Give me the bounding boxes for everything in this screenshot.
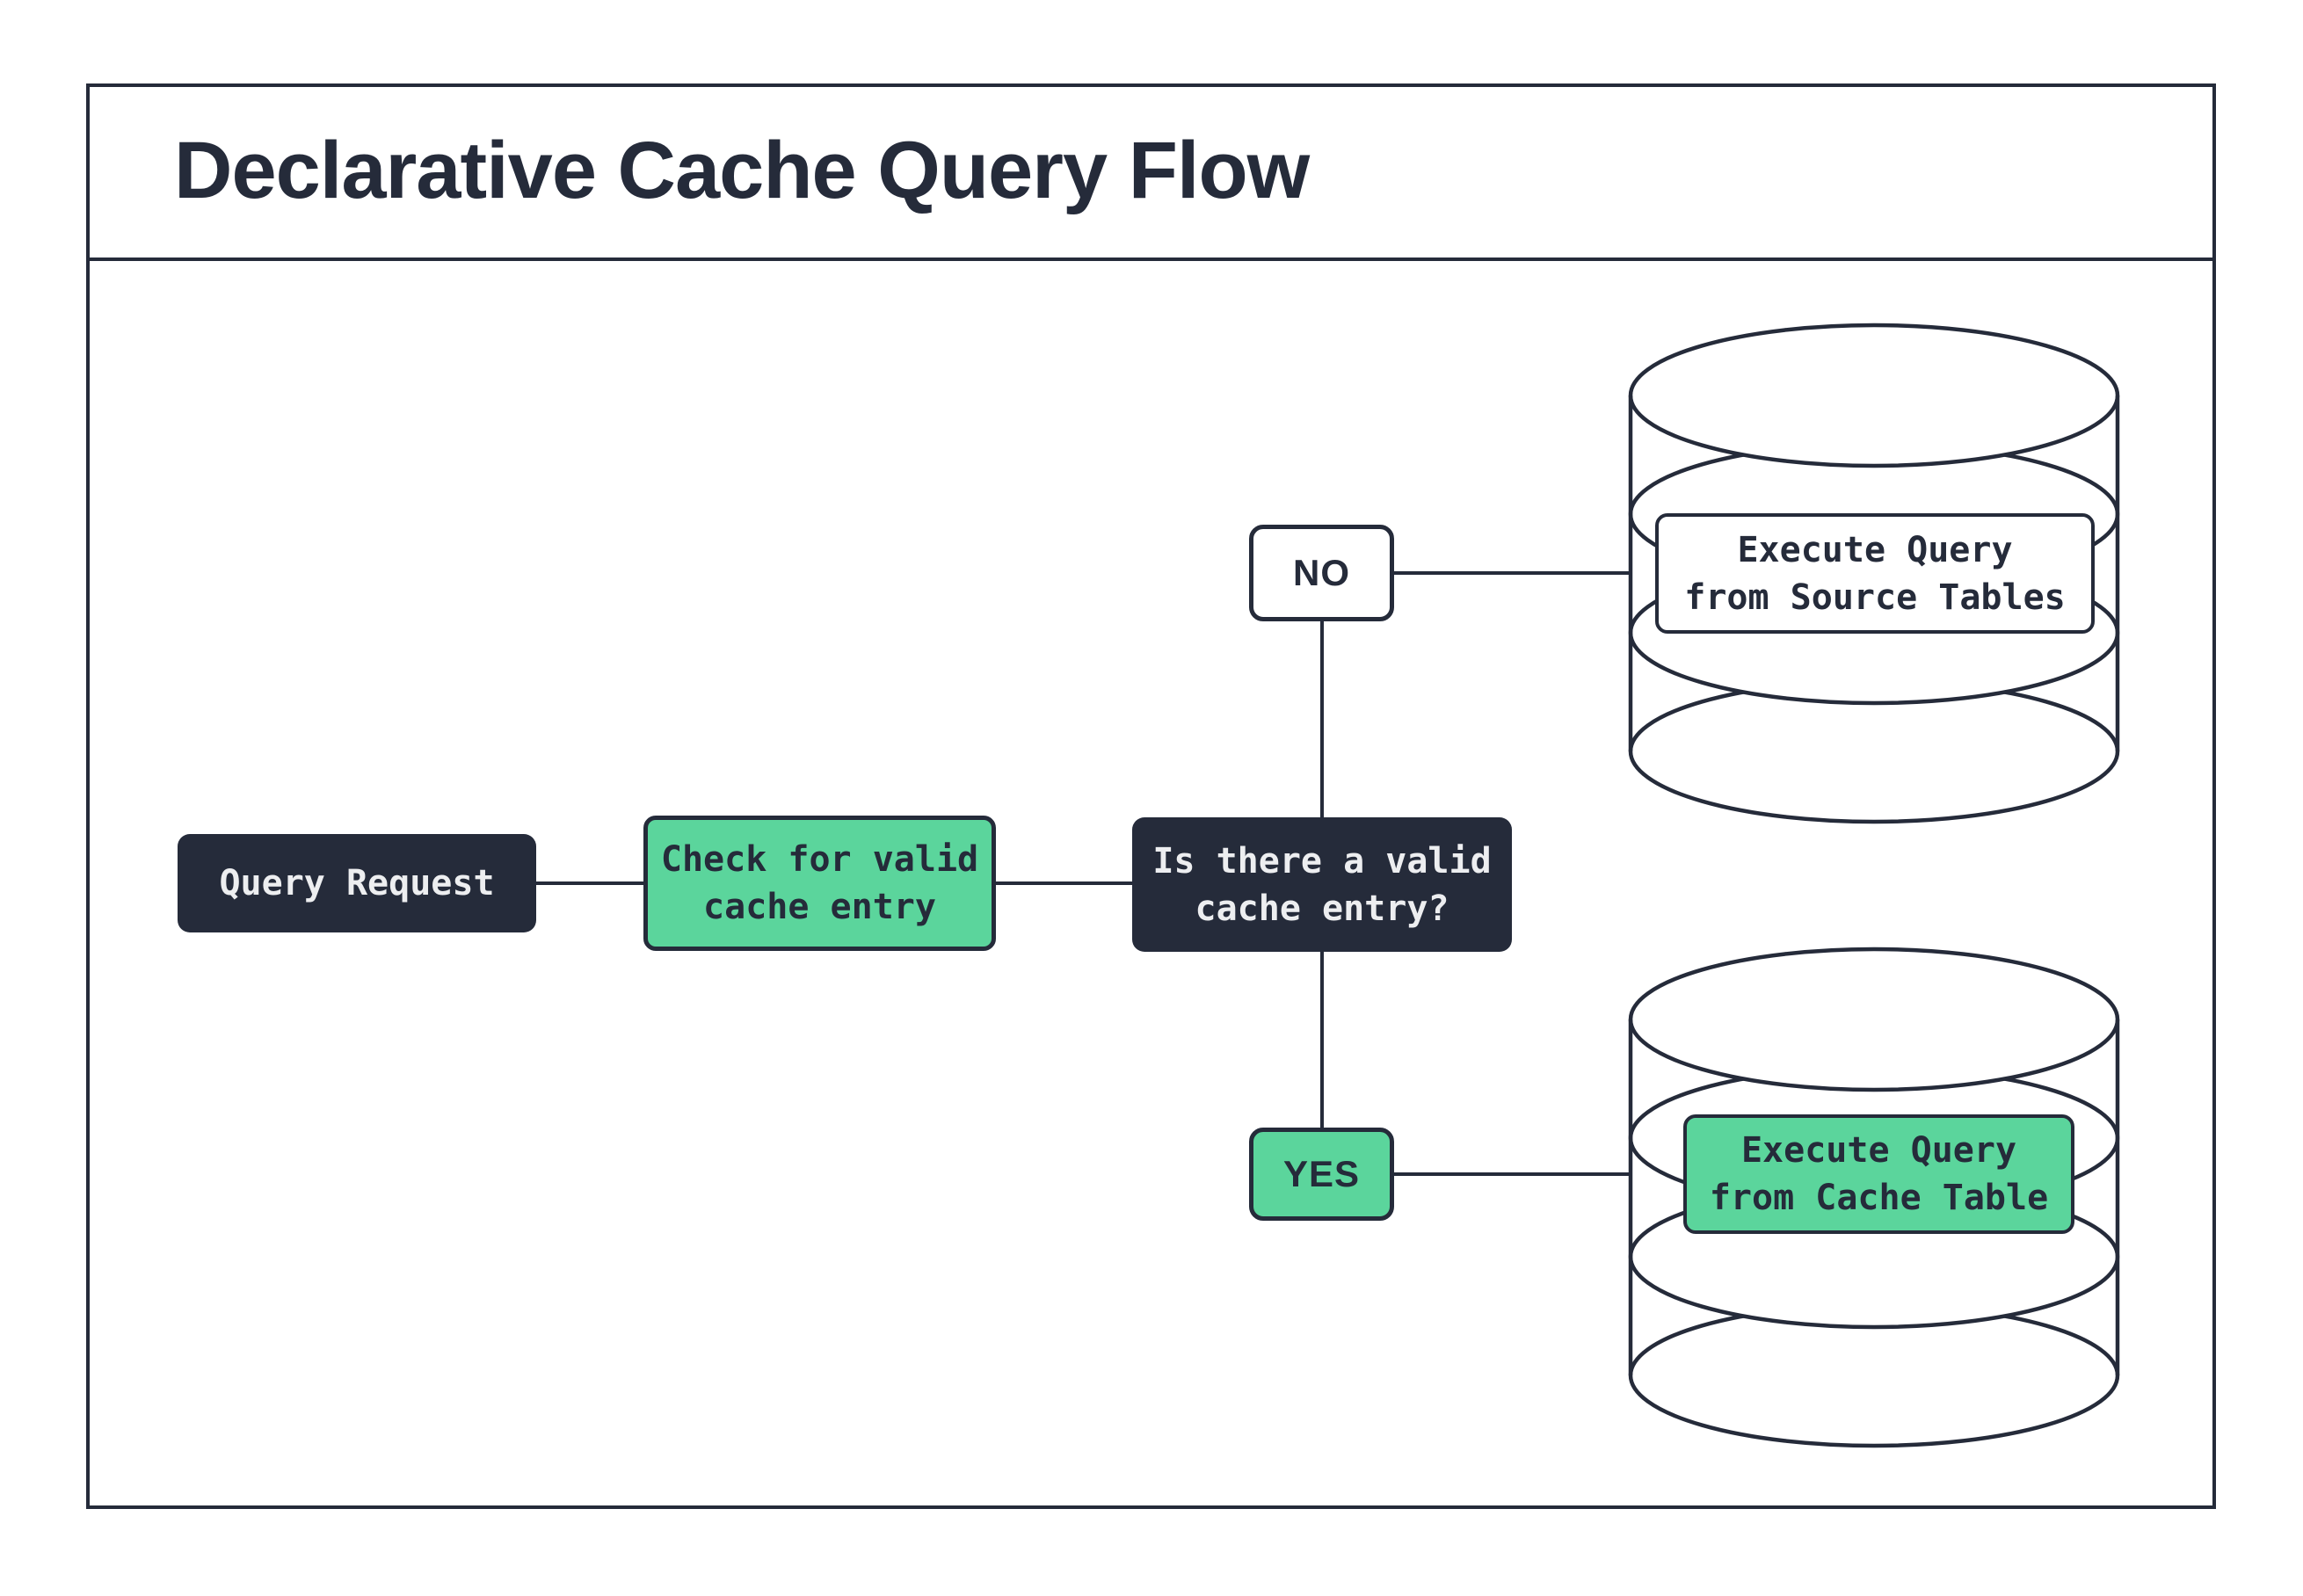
cylinder-ellipse xyxy=(1628,323,2120,468)
node-decision: Is there a valid cache entry? xyxy=(1132,817,1512,952)
node-query-request: Query Request xyxy=(178,834,536,932)
cylinder-ellipse xyxy=(1628,947,2120,1092)
diagram-header: Declarative Cache Query Flow xyxy=(86,83,2216,261)
node-no-branch: NO xyxy=(1249,525,1394,621)
node-yes-branch: YES xyxy=(1249,1128,1394,1221)
node-check-cache: Check for valid cache entry xyxy=(643,816,996,951)
label-cache-db: Execute Query from Cache Table xyxy=(1683,1114,2074,1234)
label-source-db: Execute Query from Source Tables xyxy=(1655,513,2095,634)
page-title: Declarative Cache Query Flow xyxy=(174,125,1310,215)
